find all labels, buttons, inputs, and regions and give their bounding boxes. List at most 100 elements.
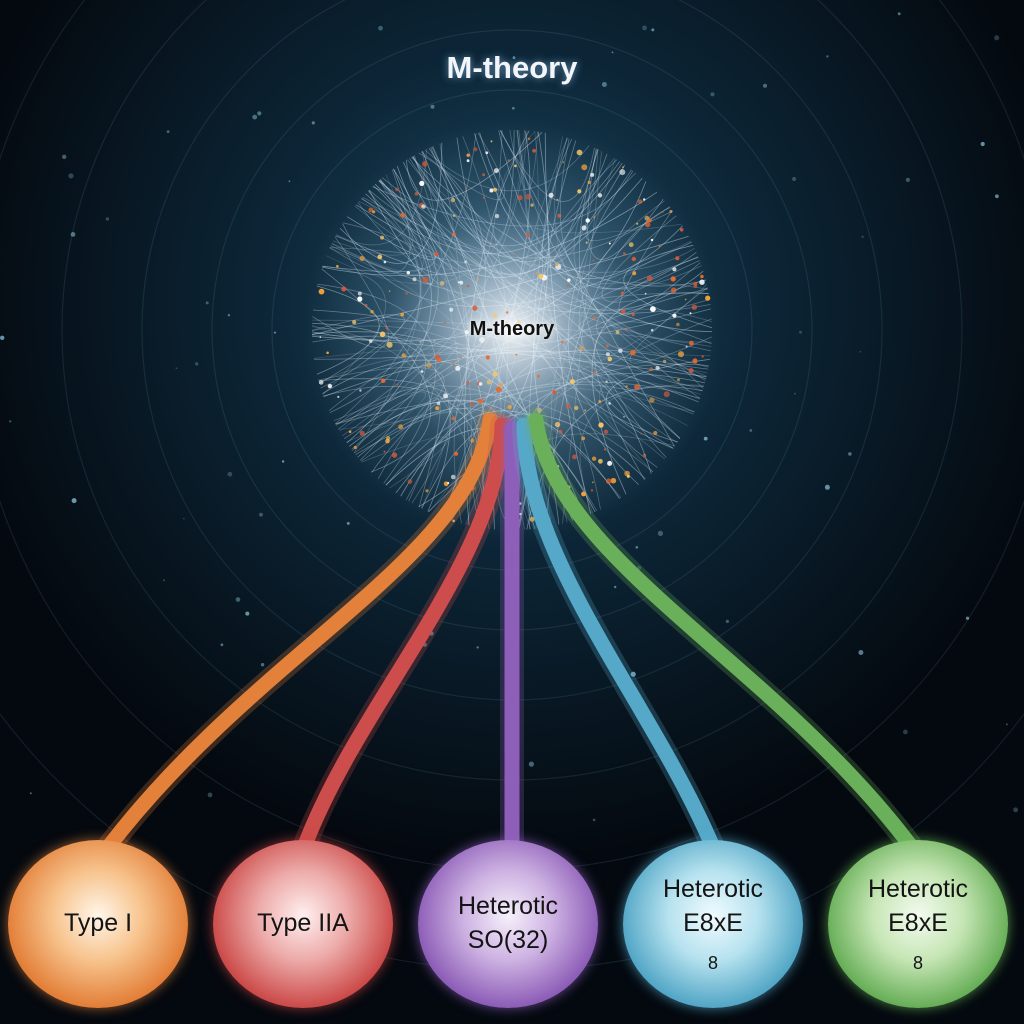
particle bbox=[359, 389, 362, 392]
particle bbox=[699, 279, 705, 285]
star bbox=[61, 154, 67, 159]
particle bbox=[537, 374, 540, 378]
particle bbox=[396, 383, 399, 386]
particle bbox=[636, 222, 639, 225]
particle bbox=[450, 197, 456, 203]
particle bbox=[465, 186, 468, 189]
star bbox=[528, 761, 535, 767]
particle bbox=[459, 280, 464, 285]
star bbox=[824, 484, 830, 490]
particle bbox=[530, 203, 534, 207]
node-label: Type IIA bbox=[257, 907, 349, 941]
particle bbox=[507, 159, 510, 162]
particle bbox=[625, 385, 628, 388]
star bbox=[281, 460, 285, 463]
connector-strand bbox=[528, 412, 918, 853]
particle bbox=[451, 232, 456, 237]
particle bbox=[670, 276, 676, 282]
star bbox=[227, 314, 231, 317]
particle bbox=[437, 358, 442, 363]
particle bbox=[557, 213, 562, 218]
particle bbox=[581, 436, 586, 441]
particle bbox=[420, 370, 424, 373]
particle bbox=[693, 281, 698, 286]
particle bbox=[517, 195, 523, 201]
node-label-line1: Type IIA bbox=[257, 909, 349, 938]
particle bbox=[650, 328, 654, 332]
particle bbox=[532, 148, 536, 153]
particle bbox=[662, 359, 667, 364]
particle bbox=[368, 339, 373, 344]
particle bbox=[318, 288, 325, 295]
node-label-line2-main: E8xE bbox=[683, 908, 743, 937]
particle bbox=[574, 405, 579, 411]
particle bbox=[419, 180, 425, 186]
particle bbox=[555, 263, 559, 267]
particle bbox=[634, 384, 640, 390]
particle bbox=[685, 345, 688, 348]
particle bbox=[566, 284, 569, 287]
star bbox=[965, 616, 970, 620]
star bbox=[205, 301, 209, 305]
particle bbox=[689, 340, 694, 346]
particle bbox=[519, 512, 522, 516]
particle bbox=[422, 161, 428, 167]
star bbox=[288, 180, 291, 183]
star bbox=[311, 121, 315, 125]
star bbox=[848, 452, 852, 456]
particle bbox=[336, 264, 339, 268]
particle bbox=[572, 454, 577, 460]
particle bbox=[319, 336, 322, 338]
particle bbox=[619, 169, 626, 176]
particle bbox=[560, 340, 564, 344]
particle bbox=[386, 436, 391, 441]
particle bbox=[700, 274, 704, 279]
particle bbox=[705, 295, 711, 301]
particle bbox=[552, 390, 557, 395]
particle bbox=[472, 305, 478, 311]
star bbox=[637, 565, 642, 570]
particle bbox=[447, 481, 450, 485]
node-label-line1: Heterotic bbox=[457, 892, 559, 921]
particle bbox=[426, 362, 432, 368]
particle bbox=[605, 352, 610, 357]
star bbox=[657, 530, 664, 537]
particle bbox=[485, 151, 489, 155]
particle bbox=[645, 221, 651, 228]
particle bbox=[581, 491, 586, 497]
star bbox=[897, 12, 901, 16]
particle bbox=[326, 351, 329, 355]
particle bbox=[587, 180, 591, 185]
particle bbox=[454, 451, 459, 456]
particle bbox=[435, 406, 440, 411]
node-label: Type I bbox=[64, 907, 132, 941]
particle bbox=[584, 409, 587, 412]
particle bbox=[593, 216, 596, 219]
star bbox=[859, 350, 862, 353]
particle bbox=[593, 371, 597, 374]
particle bbox=[691, 304, 698, 310]
particle bbox=[457, 281, 460, 284]
star-field bbox=[0, 12, 1019, 822]
particle bbox=[422, 276, 429, 283]
particle bbox=[490, 140, 493, 143]
particle bbox=[515, 353, 518, 356]
node-label-line1: Heterotic bbox=[662, 875, 764, 904]
particle bbox=[337, 395, 340, 398]
diagram-title: M-theory bbox=[446, 50, 578, 85]
particle bbox=[400, 312, 405, 317]
particle bbox=[581, 164, 588, 171]
particle bbox=[684, 298, 687, 301]
particle bbox=[318, 380, 324, 385]
particle bbox=[605, 380, 608, 383]
sphere-glow bbox=[302, 120, 722, 540]
particle bbox=[556, 198, 559, 201]
node-type-iia: Type IIA bbox=[213, 840, 393, 1008]
particle bbox=[482, 327, 487, 332]
particle bbox=[380, 235, 385, 240]
particle bbox=[647, 218, 652, 223]
particle bbox=[662, 211, 664, 213]
particle bbox=[565, 403, 571, 409]
star bbox=[259, 512, 263, 517]
particle bbox=[466, 381, 470, 385]
